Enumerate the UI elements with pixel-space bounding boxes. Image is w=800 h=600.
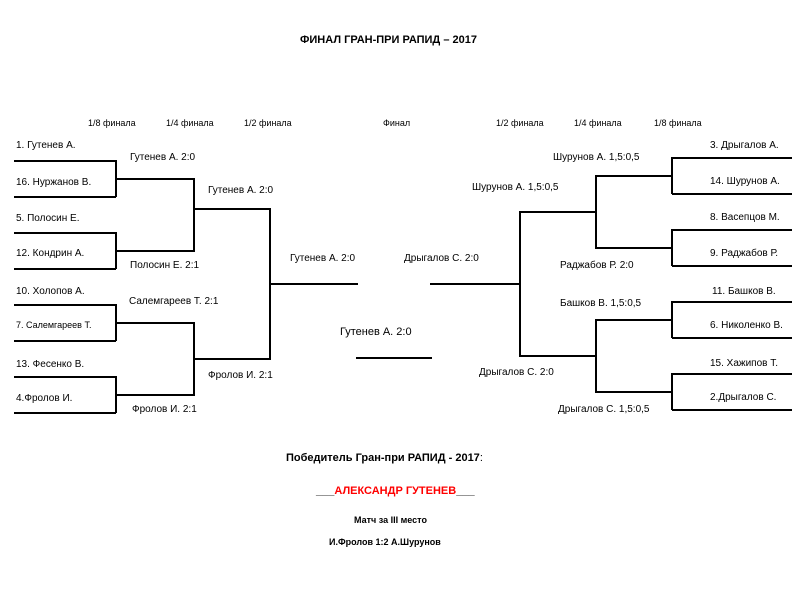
result-right-qf-3: Башков В. 1,5:0,5 — [560, 298, 642, 309]
result-left-final: Гутенев А. 2:0 — [290, 253, 356, 264]
player-left-1: 1. Гутенев А. — [16, 140, 76, 151]
winner-label: Победитель Гран-при РАПИД - 2017: — [286, 452, 483, 464]
player-left-5: 10. Холопов А. — [16, 286, 85, 297]
winner-prefix: ___ — [316, 485, 335, 497]
bracket-line — [193, 178, 270, 252]
round-header-right-qf: 1/4 финала — [574, 118, 622, 128]
player-left-6: 7. Салемгареев Т. — [16, 320, 92, 330]
winner-label-text: Победитель Гран-при РАПИД - 2017 — [286, 452, 480, 464]
result-left-qf-2: Полосин Е. 2:1 — [130, 260, 200, 271]
result-left-sf-2: Фролов И. 2:1 — [208, 370, 273, 381]
bracket-line — [520, 175, 597, 249]
third-place-result: И.Фролов 1:2 А.Шурунов — [329, 537, 441, 547]
result-right-sf-1: Шурунов А. 1,5:0,5 — [472, 182, 559, 193]
bracket-line — [14, 376, 194, 414]
bracket-line — [596, 301, 792, 339]
player-left-7: 13. Фесенко В. — [16, 359, 85, 370]
round-header-left-qf: 1/4 финала — [166, 118, 214, 128]
player-right-5: 11. Башков В. — [712, 286, 776, 297]
player-right-4: 9. Раджабов Р. — [710, 248, 779, 259]
player-right-2: 14. Шурунов А. — [710, 176, 780, 187]
player-right-7: 15. Хажипов Т. — [710, 358, 779, 369]
bracket-line — [193, 322, 270, 396]
final-result: Гутенев А. 2:0 — [340, 326, 412, 338]
winner-name: ___АЛЕКСАНДР ГУТЕНЕВ___ — [316, 485, 475, 497]
bracket-line — [269, 208, 358, 360]
bracket-line — [596, 157, 792, 195]
result-right-final: Дрыгалов С. 2:0 — [404, 253, 479, 264]
player-right-8: 2.Дрыгалов С. — [710, 392, 777, 403]
result-right-qf-4: Дрыгалов С. 1,5:0,5 — [558, 404, 650, 415]
winner-suffix: ___ — [456, 485, 475, 497]
bracket-line — [14, 304, 194, 342]
result-left-sf-1: Гутенев А. 2:0 — [208, 185, 274, 196]
bracket-line — [596, 229, 792, 267]
player-left-2: 16. Нуржанов В. — [16, 177, 92, 188]
player-right-1: 3. Дрыгалов А. — [710, 140, 779, 151]
result-right-sf-2: Дрыгалов С. 2:0 — [479, 367, 554, 378]
player-left-3: 5. Полосин Е. — [16, 213, 80, 224]
bracket-line — [596, 373, 792, 411]
player-right-3: 8. Васепцов М. — [710, 212, 780, 223]
result-left-qf-3: Салемгареев Т. 2:1 — [129, 296, 219, 307]
result-left-qf-1: Гутенев А. 2:0 — [130, 152, 196, 163]
third-place-label: Матч за III место — [354, 515, 427, 525]
result-right-qf-1: Шурунов А. 1,5:0,5 — [553, 152, 640, 163]
winner-label-colon: : — [479, 452, 483, 464]
bracket-line — [430, 211, 521, 357]
bracket-line — [520, 319, 597, 393]
bracket-line — [14, 160, 194, 198]
bracket-line — [14, 232, 194, 270]
round-header-final: Финал — [383, 118, 411, 128]
round-header-right-sf: 1/2 финала — [496, 118, 544, 128]
page-title: ФИНАЛ ГРАН-ПРИ РАПИД – 2017 — [300, 34, 477, 46]
result-left-qf-4: Фролов И. 2:1 — [132, 404, 197, 415]
player-left-8: 4.Фролов И. — [16, 393, 73, 404]
round-header-left-r16: 1/8 финала — [88, 118, 136, 128]
round-header-right-r16: 1/8 финала — [654, 118, 702, 128]
winner-name-text: АЛЕКСАНДР ГУТЕНЕВ — [334, 485, 457, 497]
player-left-4: 12. Кондрин А. — [16, 248, 85, 259]
result-right-qf-2: Раджабов Р. 2:0 — [560, 260, 634, 271]
round-header-left-sf: 1/2 финала — [244, 118, 292, 128]
player-right-6: 6. Николенко В. — [710, 320, 783, 331]
